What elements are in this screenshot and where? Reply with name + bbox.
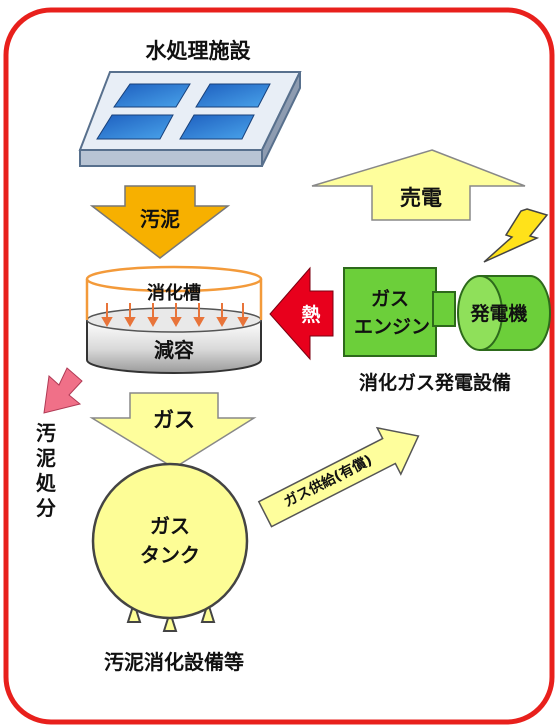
water-treatment-title: 水処理施設 [146, 39, 252, 63]
digestion-tank-label: 消化槽 [147, 282, 201, 304]
svg-text:分: 分 [36, 496, 56, 520]
gas-tank-label-2: タンク [140, 543, 200, 567]
gas-arrow-label: ガス [153, 408, 195, 432]
sludge-digestion-facility-caption: 汚泥消化設備等 [104, 650, 244, 674]
sludge-disposal-label: 汚 泥 処 分 [36, 421, 57, 520]
gas-tank-label-1: ガス [150, 514, 190, 538]
heat-arrow [269, 266, 334, 361]
generator-label: 発電機 [469, 302, 527, 325]
gas-arrow [89, 392, 257, 469]
lightning-icon [483, 208, 549, 263]
gas-engine-label-1: ガス [371, 288, 409, 310]
engine-generator-shaft [432, 291, 456, 327]
volume-reduction-label: 減容 [154, 338, 194, 362]
sell-power-label: 売電 [400, 186, 442, 210]
svg-text:処: 処 [36, 471, 57, 495]
sludge-disposal-arrow [43, 367, 83, 414]
sludge-label: 汚泥 [140, 207, 180, 231]
water-treatment-facility-icon [78, 71, 302, 167]
sludge-arrow [89, 185, 231, 259]
sell-power-arrow [311, 149, 526, 221]
gas-engine [343, 267, 437, 357]
gas-engine-label-2: エンジン [354, 316, 430, 338]
svg-text:汚: 汚 [36, 421, 56, 445]
digestion-gas-power-plant-caption: 消化ガス発電設備 [359, 371, 511, 394]
gas-supply-arrow [257, 426, 420, 528]
heat-label: 熱 [301, 303, 320, 326]
svg-text:泥: 泥 [36, 446, 56, 470]
gas-tank [91, 462, 249, 632]
digestion-tank [85, 265, 263, 374]
generator [457, 275, 551, 351]
